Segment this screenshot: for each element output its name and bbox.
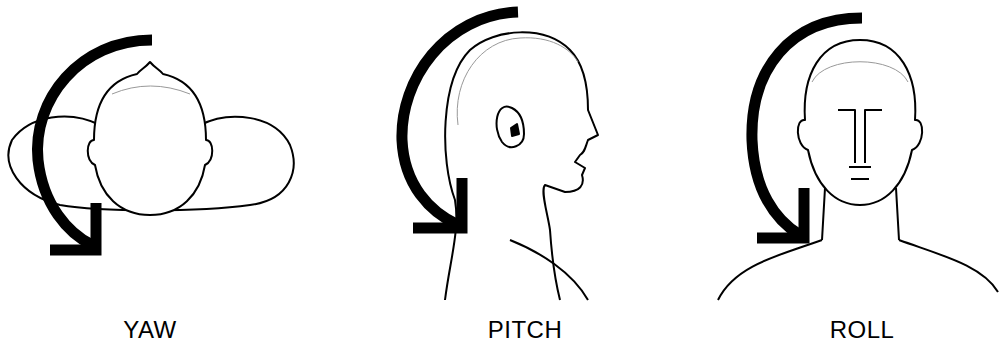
- shoulder: [510, 240, 588, 300]
- yaw-arrow: [37, 40, 152, 250]
- ear-canal: [511, 124, 519, 136]
- pitch-arrow: [402, 12, 518, 228]
- face-features: [838, 110, 882, 179]
- axis-label: ROLL: [830, 318, 895, 342]
- shoulders: [718, 240, 998, 300]
- axis-label: PITCH: [488, 318, 563, 342]
- hairline: [112, 86, 190, 94]
- pitch-figure: [445, 32, 598, 300]
- axis-label: YAW: [123, 318, 177, 342]
- hairline: [812, 62, 908, 82]
- neck: [822, 188, 899, 240]
- head-front: [798, 40, 922, 205]
- head-profile: [445, 32, 598, 300]
- roll-arrow: [752, 18, 862, 238]
- ear: [497, 107, 524, 147]
- hairline: [457, 38, 578, 125]
- head-top-view: [88, 62, 213, 215]
